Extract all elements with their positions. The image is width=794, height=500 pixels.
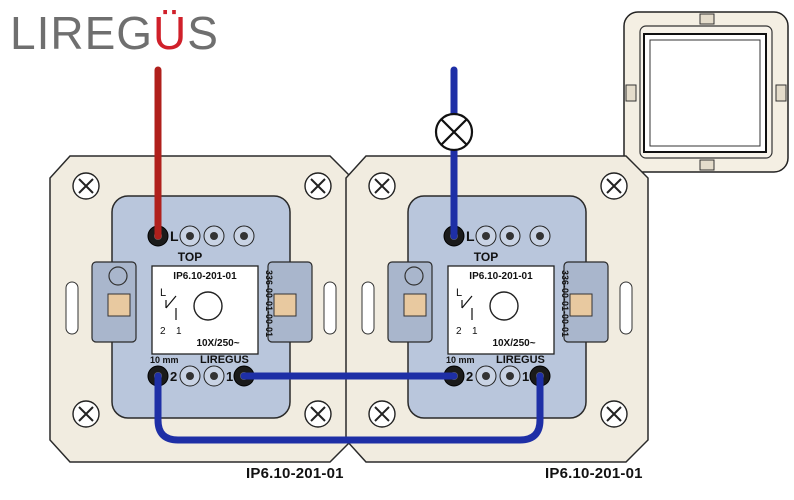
terminal-screw-top-4	[529, 225, 551, 247]
caption-right: IP6.10-201-01	[545, 465, 643, 482]
top-label: TOP	[474, 250, 498, 264]
terminal-screw-top-3	[499, 225, 521, 247]
switch-module-right: L TOP IP6.10-201-01 L 2 1 10X/250~ 10 mm…	[345, 155, 649, 463]
indicator-hole	[193, 291, 223, 321]
terminal-label-L: L	[466, 228, 475, 244]
plate-slot-left	[361, 281, 375, 335]
terminal-screw-bottom-mid-2	[203, 365, 225, 387]
schematic-switch-symbol	[461, 295, 473, 320]
schematic-label-1: 1	[472, 326, 478, 337]
brand-logo-accent: Ü	[153, 7, 188, 59]
plate-screw-tl	[368, 172, 396, 200]
schematic-label-2: 2	[456, 326, 462, 337]
model-code-label: IP6.10-201-01	[173, 271, 237, 282]
rating-label: 10X/250~	[492, 338, 535, 349]
terminal-label-L: L	[170, 228, 179, 244]
terminal-label-2: 2	[170, 369, 177, 384]
top-label: TOP	[178, 250, 202, 264]
caption-left: IP6.10-201-01	[246, 465, 344, 482]
terminal-screw-top-3	[203, 225, 225, 247]
rating-label: 10X/250~	[196, 338, 239, 349]
strip-length-label: 10 mm	[150, 355, 179, 365]
side-code-label: 336-00-01-00-01	[560, 270, 570, 337]
ce-mark	[108, 266, 128, 286]
terminal-screw-bottom-mid-1	[475, 365, 497, 387]
brand-logo: LIREGÜS	[10, 10, 219, 56]
brand-label: LIREGUS	[200, 354, 249, 366]
plate-screw-br	[600, 400, 628, 428]
terminal-label-1: 1	[226, 369, 233, 384]
terminal-screw-top-4	[233, 225, 255, 247]
schematic-label-2: 2	[160, 326, 166, 337]
plate-slot-right	[323, 281, 337, 335]
traveler-wire-lower	[154, 372, 544, 444]
claw-screw-left	[107, 293, 131, 317]
indicator-hole	[489, 291, 519, 321]
plate-screw-tl	[72, 172, 100, 200]
brand-logo-tail: S	[187, 7, 219, 59]
claw-screw-right	[569, 293, 593, 317]
ce-mark	[404, 266, 424, 286]
plate-slot-right	[619, 281, 633, 335]
plate-screw-bl	[368, 400, 396, 428]
wiring	[154, 66, 544, 444]
plate-screw-br	[304, 400, 332, 428]
terminal-label-2: 2	[466, 369, 473, 384]
side-code-label: 336-00-01-00-01	[264, 270, 274, 337]
lamp-icon	[434, 112, 474, 152]
brand-label: LIREGUS	[496, 354, 545, 366]
plate-screw-bl	[72, 400, 100, 428]
claw-screw-right	[273, 293, 297, 317]
switch-module-left: L TOP IP6.10-201-01 L 2 1 10X/250~ 10 mm…	[49, 155, 353, 463]
label-panel	[447, 265, 555, 355]
terminal-screw-top-2	[179, 225, 201, 247]
terminal-screw-bottom-mid-2	[499, 365, 521, 387]
schematic-label-L: L	[160, 287, 166, 299]
plate-slot-left	[65, 281, 79, 335]
terminal-label-1: 1	[522, 369, 529, 384]
plate-screw-tr	[600, 172, 628, 200]
plate-screw-tr	[304, 172, 332, 200]
schematic-label-1: 1	[176, 326, 182, 337]
brand-logo-text: LIREG	[10, 7, 154, 59]
schematic-switch-symbol	[165, 295, 177, 320]
terminal-screw-top-2	[475, 225, 497, 247]
claw-screw-left	[403, 293, 427, 317]
strip-length-label: 10 mm	[446, 355, 475, 365]
model-code-label: IP6.10-201-01	[469, 271, 533, 282]
terminal-screw-bottom-mid-1	[179, 365, 201, 387]
schematic-label-L: L	[456, 287, 462, 299]
frame-preview	[623, 11, 789, 173]
